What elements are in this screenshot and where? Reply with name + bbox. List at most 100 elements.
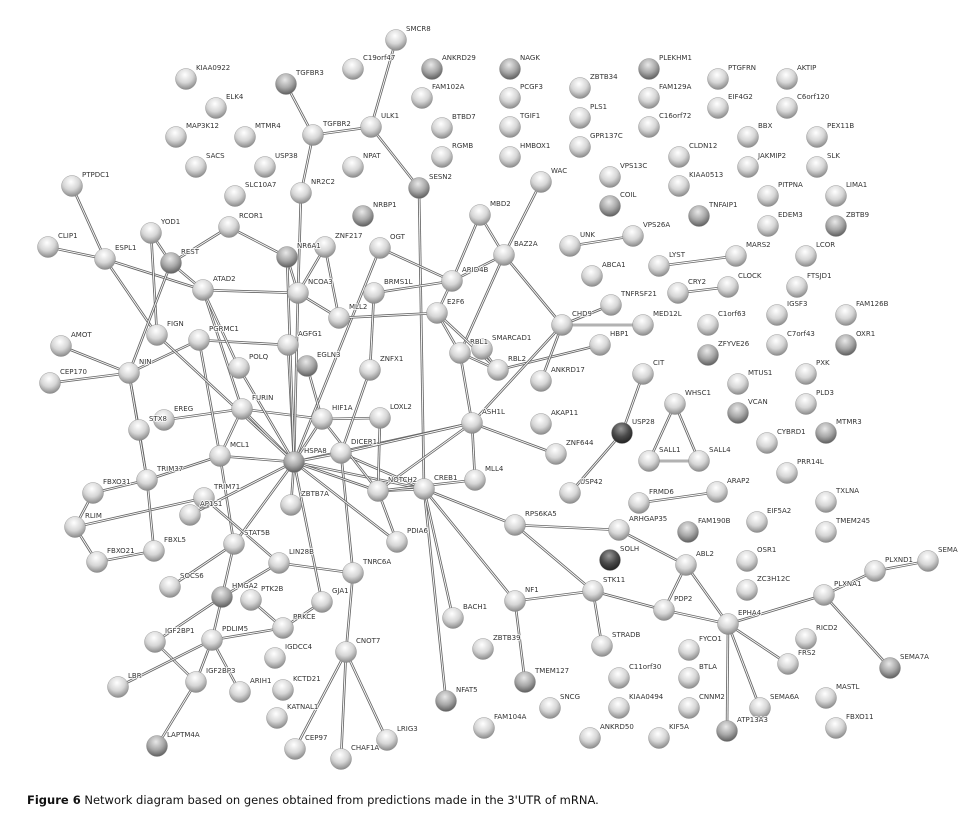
node-sphere[interactable]	[864, 560, 886, 582]
node-sphere[interactable]	[795, 363, 817, 385]
node-sphere[interactable]	[736, 579, 758, 601]
node-sphere[interactable]	[311, 408, 333, 430]
node-oxr1[interactable]	[835, 334, 857, 356]
node-eif5a2[interactable]	[746, 511, 768, 533]
node-yod1[interactable]	[140, 222, 162, 244]
node-sphere[interactable]	[611, 422, 633, 444]
node-sphere[interactable]	[360, 116, 382, 138]
node-zbtb9[interactable]	[825, 215, 847, 237]
node-sphere[interactable]	[128, 419, 150, 441]
node-znf644[interactable]	[545, 443, 567, 465]
node-sphere[interactable]	[140, 222, 162, 244]
node-lrig3[interactable]	[376, 729, 398, 751]
node-sphere[interactable]	[229, 681, 251, 703]
node-sphere[interactable]	[581, 265, 603, 287]
node-plekhm1[interactable]	[638, 58, 660, 80]
node-sphere[interactable]	[766, 334, 788, 356]
node-sphere[interactable]	[179, 504, 201, 526]
node-sphere[interactable]	[569, 136, 591, 158]
node-sphere[interactable]	[559, 482, 581, 504]
node-pxk[interactable]	[795, 363, 817, 385]
node-sphere[interactable]	[678, 667, 700, 689]
node-sphere[interactable]	[268, 552, 290, 574]
node-sphere[interactable]	[813, 584, 835, 606]
node-sphere[interactable]	[223, 533, 245, 555]
node-sphere[interactable]	[632, 363, 654, 385]
node-sphere[interactable]	[569, 77, 591, 99]
node-sphere[interactable]	[559, 235, 581, 257]
node-sphere[interactable]	[697, 344, 719, 366]
node-sall1[interactable]	[638, 450, 660, 472]
node-cybrd1[interactable]	[756, 432, 778, 454]
node-sphere[interactable]	[766, 304, 788, 326]
node-smarcad1[interactable]	[471, 338, 493, 360]
node-sphere[interactable]	[777, 653, 799, 675]
node-vcan[interactable]	[727, 402, 749, 424]
node-fbxo21[interactable]	[86, 551, 108, 573]
node-sphere[interactable]	[369, 237, 391, 259]
node-sphere[interactable]	[514, 671, 536, 693]
node-edem3[interactable]	[757, 215, 779, 237]
node-agfg1[interactable]	[277, 334, 299, 356]
node-egln3[interactable]	[296, 355, 318, 377]
node-igf2bp1[interactable]	[144, 631, 166, 653]
node-atp13a3[interactable]	[716, 720, 738, 742]
node-zbtb39[interactable]	[472, 638, 494, 660]
node-aktip[interactable]	[776, 68, 798, 90]
node-sphere[interactable]	[342, 58, 364, 80]
node-sphere[interactable]	[376, 729, 398, 751]
node-trim37[interactable]	[136, 469, 158, 491]
node-sphere[interactable]	[579, 727, 601, 749]
node-sphere[interactable]	[591, 635, 613, 657]
node-med12l[interactable]	[632, 314, 654, 336]
node-sphere[interactable]	[211, 586, 233, 608]
node-tnfaip1[interactable]	[688, 205, 710, 227]
node-sphere[interactable]	[608, 519, 630, 541]
node-sphere[interactable]	[209, 445, 231, 467]
node-sall4[interactable]	[688, 450, 710, 472]
node-fign[interactable]	[146, 324, 168, 346]
node-sphere[interactable]	[228, 357, 250, 379]
node-pitpna[interactable]	[757, 185, 779, 207]
node-btla[interactable]	[678, 667, 700, 689]
node-ap1s1[interactable]	[179, 504, 201, 526]
node-sphere[interactable]	[192, 279, 214, 301]
node-arap2[interactable]	[706, 481, 728, 503]
node-ankrd50[interactable]	[579, 727, 601, 749]
node-ptpdc1[interactable]	[61, 175, 83, 197]
node-sphere[interactable]	[185, 156, 207, 178]
node-e2f6[interactable]	[426, 302, 448, 324]
node-c6orf120[interactable]	[776, 97, 798, 119]
node-notch2[interactable]	[367, 480, 389, 502]
node-whsc1[interactable]	[664, 393, 686, 415]
node-tgfbr3[interactable]	[275, 73, 297, 95]
node-amot[interactable]	[50, 335, 72, 357]
node-sphere[interactable]	[441, 270, 463, 292]
node-sphere[interactable]	[426, 302, 448, 324]
node-lcor[interactable]	[795, 245, 817, 267]
node-cep170[interactable]	[39, 372, 61, 394]
node-zbtb7a[interactable]	[280, 494, 302, 516]
node-sphere[interactable]	[653, 599, 675, 621]
node-kif5a[interactable]	[648, 727, 670, 749]
node-igf2bp3[interactable]	[185, 671, 207, 693]
node-sphere[interactable]	[473, 717, 495, 739]
node-clock[interactable]	[717, 276, 739, 298]
node-sphere[interactable]	[408, 177, 430, 199]
node-cit[interactable]	[632, 363, 654, 385]
node-sphere[interactable]	[136, 469, 158, 491]
node-sphere[interactable]	[64, 516, 86, 538]
node-sphere[interactable]	[530, 370, 552, 392]
node-unk[interactable]	[559, 235, 581, 257]
node-mtmr3[interactable]	[815, 422, 837, 444]
node-clip1[interactable]	[37, 236, 59, 258]
node-sphere[interactable]	[668, 175, 690, 197]
node-rps6ka5[interactable]	[504, 514, 526, 536]
node-socs6[interactable]	[159, 576, 181, 598]
node-sphere[interactable]	[638, 87, 660, 109]
node-fam129a[interactable]	[638, 87, 660, 109]
node-c7orf43[interactable]	[766, 334, 788, 356]
node-rlim[interactable]	[64, 516, 86, 538]
node-sphere[interactable]	[284, 738, 306, 760]
node-lyst[interactable]	[648, 255, 670, 277]
